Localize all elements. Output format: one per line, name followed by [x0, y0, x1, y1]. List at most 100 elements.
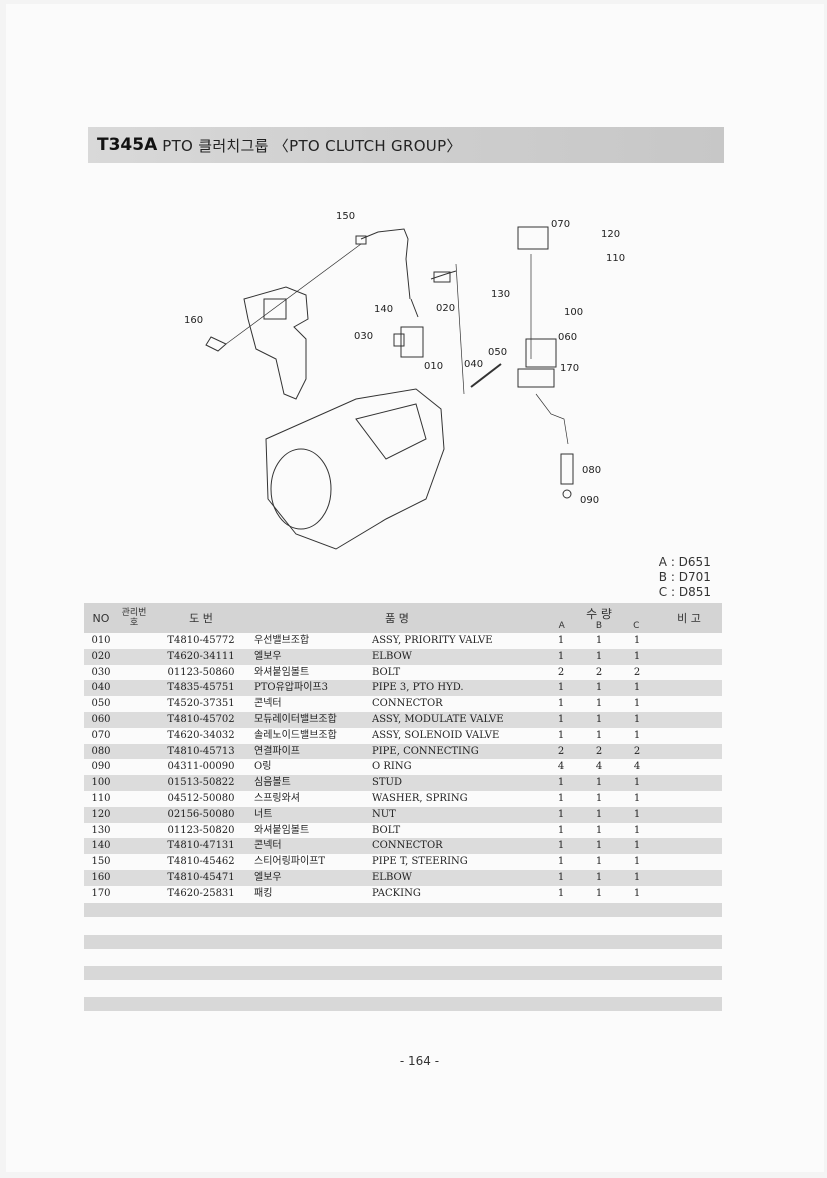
callout-label: 030	[354, 331, 373, 342]
row-number: 130	[91, 824, 111, 836]
row-qty-b: 2	[580, 743, 618, 760]
quantity-model-b: B	[595, 621, 603, 631]
section-title: PTO 클러치그룹 〈PTO CLUTCH GROUP〉	[162, 136, 462, 155]
header-quantity: 수 량 A B C	[542, 603, 657, 633]
row-qty-a: 1	[557, 729, 565, 741]
row-english-name: PIPE 3, PTO HYD.	[370, 680, 542, 697]
callout-label: 160	[184, 315, 203, 326]
row-part-number: 01123-50820	[167, 824, 235, 836]
row-qty-a: 1	[557, 635, 565, 646]
row-part-number: T4835-45751	[150, 680, 252, 697]
pipe-040-shape	[470, 363, 502, 388]
row-korean-name: O링	[254, 761, 272, 773]
housing-bore-shape	[270, 448, 332, 530]
row-korean-name: 연결파이프	[252, 743, 370, 760]
row-management-no	[118, 838, 150, 855]
row-management-no	[118, 680, 150, 697]
row-number: 050	[91, 698, 111, 710]
row-qty-c: 1	[633, 635, 641, 646]
row-part-number: T4520-37351	[167, 698, 235, 710]
row-management-no	[118, 665, 150, 681]
row-remarks	[656, 791, 722, 807]
table-row: 070 T4620-34032 솔레노이드밸브조합 ASSY, SOLENOID VA…	[84, 728, 722, 744]
row-number: 040	[84, 680, 118, 697]
row-qty-b: 1	[595, 856, 603, 868]
row-remarks	[656, 823, 722, 839]
callout-label: 080	[582, 465, 601, 476]
row-english-name: PIPE, CONNECTING	[370, 743, 542, 760]
row-remarks	[656, 665, 722, 681]
row-management-no	[118, 775, 150, 791]
row-part-number: T4810-45462	[167, 856, 235, 868]
row-qty-c: 1	[633, 792, 641, 804]
row-qty-b: 1	[580, 711, 618, 728]
parts-table: NO 관리번호 도 번 품 명 수 량 A B C	[84, 603, 723, 902]
row-qty-a: 1	[557, 792, 565, 804]
row-number: 070	[91, 729, 111, 741]
row-english-name: O RING	[372, 761, 412, 773]
row-qty-b: 1	[595, 792, 603, 804]
blank-table-row	[84, 903, 722, 917]
row-part-number: 04512-50080	[167, 792, 235, 804]
row-part-number: T4810-45702	[150, 711, 252, 728]
row-number: 120	[84, 806, 118, 823]
row-qty-c: 1	[618, 775, 657, 791]
row-korean-name: 솔레노이드밸브조합	[254, 729, 337, 741]
row-part-number: 01123-50860	[167, 666, 235, 678]
row-part-number: 01513-50822	[150, 775, 252, 791]
row-qty-c: 1	[618, 648, 657, 665]
row-remarks	[656, 838, 723, 855]
header-remarks: 비 고	[656, 603, 723, 633]
row-management-no	[118, 886, 150, 902]
exploded-parts-diagram: 150 070 120 110 130 100 160 140 020 030 …	[156, 199, 626, 574]
row-qty-c: 1	[633, 698, 641, 710]
row-part-number: T4620-34032	[167, 729, 235, 741]
row-qty-c: 1	[633, 729, 641, 741]
row-remarks	[656, 886, 722, 902]
row-english-name: NUT	[370, 806, 542, 823]
row-english-name: PIPE T, STEERING	[372, 856, 468, 868]
callout-label: 170	[560, 363, 579, 374]
row-management-no	[118, 743, 150, 760]
row-english-name: ASSY, PRIORITY VALVE	[372, 635, 493, 646]
bracket-shape	[243, 286, 309, 400]
callout-label: 120	[601, 229, 620, 240]
row-number: 100	[84, 775, 118, 791]
row-qty-a: 1	[542, 711, 580, 728]
row-number: 010	[91, 635, 111, 646]
row-korean-name: 너트	[252, 806, 370, 823]
row-korean-name: 콘넥터	[254, 698, 282, 710]
row-remarks	[656, 633, 722, 649]
row-korean-name: PTO유압파이프3	[252, 680, 370, 697]
row-qty-b: 1	[595, 887, 603, 899]
row-english-name: STUD	[370, 775, 542, 791]
packing-170-shape	[517, 368, 555, 388]
row-qty-b: 1	[595, 729, 603, 741]
modulate-valve-shape	[525, 338, 557, 368]
bracket-window-shape	[263, 298, 287, 320]
row-management-no	[118, 854, 150, 870]
elbow-160-shape	[205, 336, 227, 352]
row-remarks	[656, 806, 723, 823]
header-management-no: 관리번호	[118, 603, 150, 633]
row-management-no	[118, 791, 150, 807]
quantity-model-c: C	[633, 621, 640, 631]
header-part-number: 도 번	[150, 603, 252, 633]
connector-lines	[410, 270, 457, 318]
row-number: 030	[91, 666, 111, 678]
row-part-number: T4620-34111	[150, 648, 252, 665]
row-qty-b: 2	[595, 666, 603, 678]
row-management-no	[118, 711, 150, 728]
row-qty-a: 1	[557, 824, 565, 836]
row-english-name: ASSY, SOLENOID VALVE	[372, 729, 500, 741]
row-qty-c: 2	[618, 743, 657, 760]
row-part-number: T4620-25831	[167, 887, 235, 899]
